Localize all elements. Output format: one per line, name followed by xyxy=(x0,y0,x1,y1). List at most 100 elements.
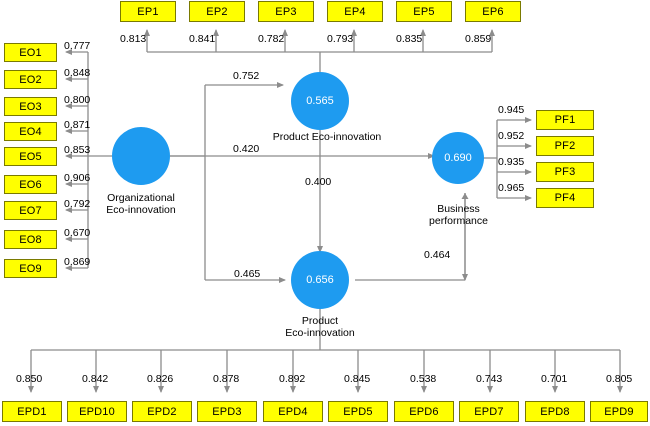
indicator-box-pf4[interactable]: PF4 xyxy=(536,188,594,208)
indicator-label: EP6 xyxy=(482,5,504,18)
indicator-box-ep6[interactable]: EP6 xyxy=(465,1,521,22)
indicator-box-epd10[interactable]: EPD10 xyxy=(67,401,127,422)
latent-circle-organizational-eco-innovation[interactable] xyxy=(112,127,170,185)
indicator-box-pf2[interactable]: PF2 xyxy=(536,136,594,156)
loading-epd6: 0.538 xyxy=(410,373,437,385)
indicator-box-eo8[interactable]: EO8 xyxy=(4,230,57,249)
loading-ep6: 0.859 xyxy=(465,33,492,45)
indicator-box-ep2[interactable]: EP2 xyxy=(189,1,245,22)
indicator-label: EP4 xyxy=(344,5,366,18)
path-coefficient-org-to-product-eco-bottom: 0.465 xyxy=(234,268,261,280)
indicator-label: EPD4 xyxy=(278,405,308,418)
indicator-box-epd5[interactable]: EPD5 xyxy=(328,401,388,422)
indicator-label: EPD1 xyxy=(17,405,47,418)
indicator-label: EO5 xyxy=(19,150,42,163)
latent-label-business-performance: Business performance xyxy=(429,203,488,227)
indicator-box-eo9[interactable]: EO9 xyxy=(4,259,57,278)
indicator-label: EPD9 xyxy=(604,405,634,418)
loading-epd2: 0.826 xyxy=(147,373,174,385)
indicator-box-epd3[interactable]: EPD3 xyxy=(197,401,257,422)
loading-eo6: 0.906 xyxy=(64,172,91,184)
path-coefficient-product-eco-to-business-performance: 0.464 xyxy=(424,249,451,261)
loading-epd1: 0.850 xyxy=(16,373,43,385)
loading-eo3: 0.800 xyxy=(64,94,91,106)
loading-epd3: 0.878 xyxy=(213,373,240,385)
indicator-label: EO2 xyxy=(19,73,42,86)
indicator-box-eo2[interactable]: EO2 xyxy=(4,70,57,89)
indicator-box-epd8[interactable]: EPD8 xyxy=(525,401,585,422)
indicator-box-epd1[interactable]: EPD1 xyxy=(2,401,62,422)
loading-pf1: 0.945 xyxy=(498,104,525,116)
loading-eo1: 0.777 xyxy=(64,40,91,52)
indicator-label: PF2 xyxy=(554,140,576,152)
indicator-label: EPD10 xyxy=(79,405,115,418)
loading-epd8: 0.701 xyxy=(541,373,568,385)
indicator-label: EO3 xyxy=(19,100,42,113)
latent-label-product-eco-innovation-top: Product Eco-innovation xyxy=(272,131,382,143)
indicator-label: EO4 xyxy=(19,125,42,138)
loading-epd9: 0.805 xyxy=(606,373,633,385)
indicator-label: PF1 xyxy=(554,114,576,126)
indicator-box-epd9[interactable]: EPD9 xyxy=(590,401,648,422)
loading-epd5: 0.845 xyxy=(344,373,371,385)
loading-epd4: 0.892 xyxy=(279,373,306,385)
loading-eo5: 0.853 xyxy=(64,144,91,156)
loading-eo8: 0.670 xyxy=(64,227,91,239)
latent-value: 0.656 xyxy=(306,274,334,286)
indicator-box-eo1[interactable]: EO1 xyxy=(4,43,57,62)
indicator-box-ep5[interactable]: EP5 xyxy=(396,1,452,22)
indicator-box-eo5[interactable]: EO5 xyxy=(4,147,57,166)
latent-circle-business-performance[interactable]: 0.690 xyxy=(432,132,484,184)
indicator-label: EP5 xyxy=(413,5,435,18)
indicator-label: EO9 xyxy=(19,262,42,275)
indicator-label: PF4 xyxy=(554,192,576,204)
indicator-label: EPD3 xyxy=(212,405,242,418)
loading-eo4: 0.871 xyxy=(64,119,91,131)
indicator-box-ep3[interactable]: EP3 xyxy=(258,1,314,22)
loading-pf4: 0.965 xyxy=(498,182,525,194)
indicator-label: EO1 xyxy=(19,46,42,59)
loading-ep3: 0.782 xyxy=(258,33,285,45)
indicator-label: EO8 xyxy=(19,233,42,246)
indicator-box-eo7[interactable]: EO7 xyxy=(4,201,57,220)
indicator-label: EPD8 xyxy=(540,405,570,418)
indicator-label: PF3 xyxy=(554,166,576,178)
indicator-label: EP2 xyxy=(206,5,228,18)
loading-eo2: 0.848 xyxy=(64,67,91,79)
latent-circle-product-eco-innovation-bottom[interactable]: 0.656 xyxy=(291,251,349,309)
indicator-label: EPD5 xyxy=(343,405,373,418)
indicator-label: EO7 xyxy=(19,204,42,217)
indicator-label: EPD2 xyxy=(147,405,177,418)
indicator-box-ep4[interactable]: EP4 xyxy=(327,1,383,22)
indicator-box-epd7[interactable]: EPD7 xyxy=(459,401,519,422)
indicator-box-epd6[interactable]: EPD6 xyxy=(394,401,454,422)
loading-ep5: 0.835 xyxy=(396,33,423,45)
indicator-box-pf1[interactable]: PF1 xyxy=(536,110,594,130)
indicator-label: EP3 xyxy=(275,5,297,18)
loading-ep2: 0.841 xyxy=(189,33,216,45)
indicator-box-epd4[interactable]: EPD4 xyxy=(263,401,323,422)
indicator-label: EPD7 xyxy=(474,405,504,418)
loading-ep1: 0.813 xyxy=(120,33,147,45)
latent-circle-product-eco-innovation-top[interactable]: 0.565 xyxy=(291,72,349,130)
latent-label-organizational-eco-innovation: Organizational Eco-innovation xyxy=(106,192,176,216)
path-coefficient-product-eco-to-product-eco: 0.400 xyxy=(305,176,332,188)
loading-epd7: 0.743 xyxy=(476,373,503,385)
path-coefficient-org-to-business-performance: 0.420 xyxy=(233,143,260,155)
loading-epd10: 0.842 xyxy=(82,373,109,385)
latent-label-product-eco-innovation-bottom: Product Eco-innovation xyxy=(285,315,355,339)
indicator-box-ep1[interactable]: EP1 xyxy=(120,1,176,22)
indicator-box-epd2[interactable]: EPD2 xyxy=(132,401,192,422)
loading-pf2: 0.952 xyxy=(498,130,525,142)
indicator-box-eo6[interactable]: EO6 xyxy=(4,175,57,194)
indicator-box-pf3[interactable]: PF3 xyxy=(536,162,594,182)
indicator-box-eo3[interactable]: EO3 xyxy=(4,97,57,116)
latent-value: 0.565 xyxy=(306,95,334,107)
loading-eo9: 0.869 xyxy=(64,256,91,268)
indicator-label: EPD6 xyxy=(409,405,439,418)
indicator-label: EO6 xyxy=(19,178,42,191)
path-coefficient-org-to-product-eco: 0.752 xyxy=(233,70,260,82)
indicator-label: EP1 xyxy=(137,5,159,18)
indicator-box-eo4[interactable]: EO4 xyxy=(4,122,57,141)
